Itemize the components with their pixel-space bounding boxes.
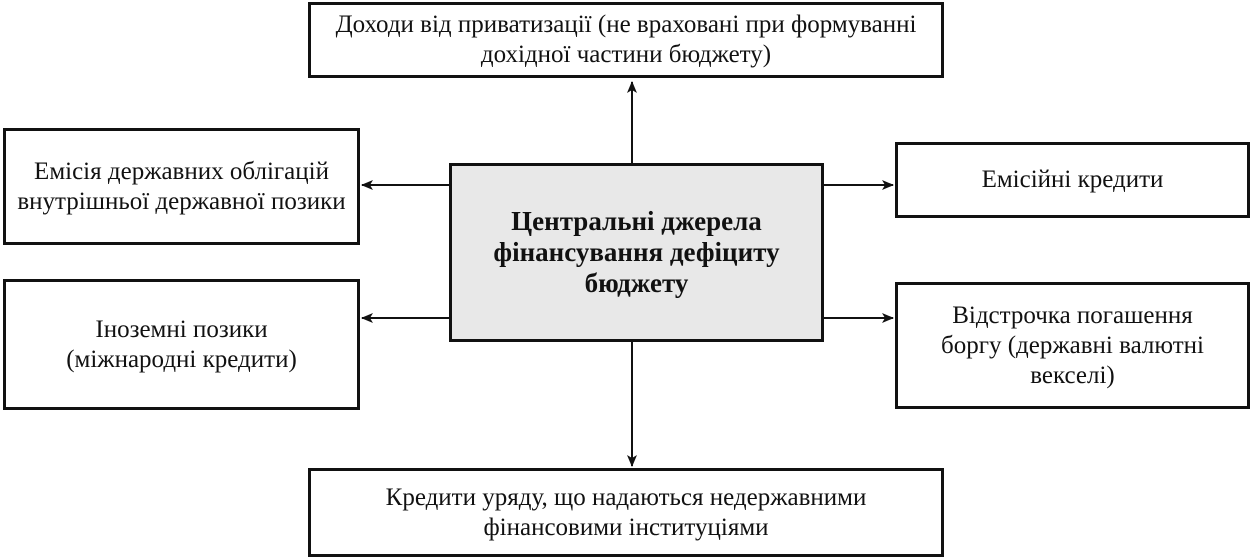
right-top-source-label: Емісійні кредити — [981, 166, 1164, 193]
top-source-box: Доходи від приватизації (не враховані пр… — [308, 2, 944, 78]
left-top-source-box: Емісія державних облігацій внутрішньої д… — [3, 128, 360, 245]
right-top-source-box: Емісійні кредити — [895, 142, 1250, 218]
bottom-source-box: Кредити уряду, що надаються недержавними… — [308, 468, 944, 557]
central-box: Центральні джерела фінансування дефіциту… — [449, 163, 824, 342]
left-bottom-source-box: Іноземні позики (міжнародні кредити) — [3, 279, 360, 410]
right-bottom-source-box: Відстрочка погашення боргу (державні вал… — [895, 282, 1250, 409]
top-source-label: Доходи від приватизації (не враховані пр… — [335, 11, 917, 68]
left-top-source-label: Емісія державних облігацій внутрішньої д… — [17, 157, 346, 215]
left-bottom-source-label: Іноземні позики (міжнародні кредити) — [66, 315, 297, 373]
right-bottom-source-label: Відстрочка погашення боргу (державні вал… — [941, 301, 1204, 389]
central-label: Центральні джерела фінансування дефіциту… — [493, 205, 780, 299]
bottom-source-label: Кредити уряду, що надаються недержавними… — [385, 483, 867, 541]
